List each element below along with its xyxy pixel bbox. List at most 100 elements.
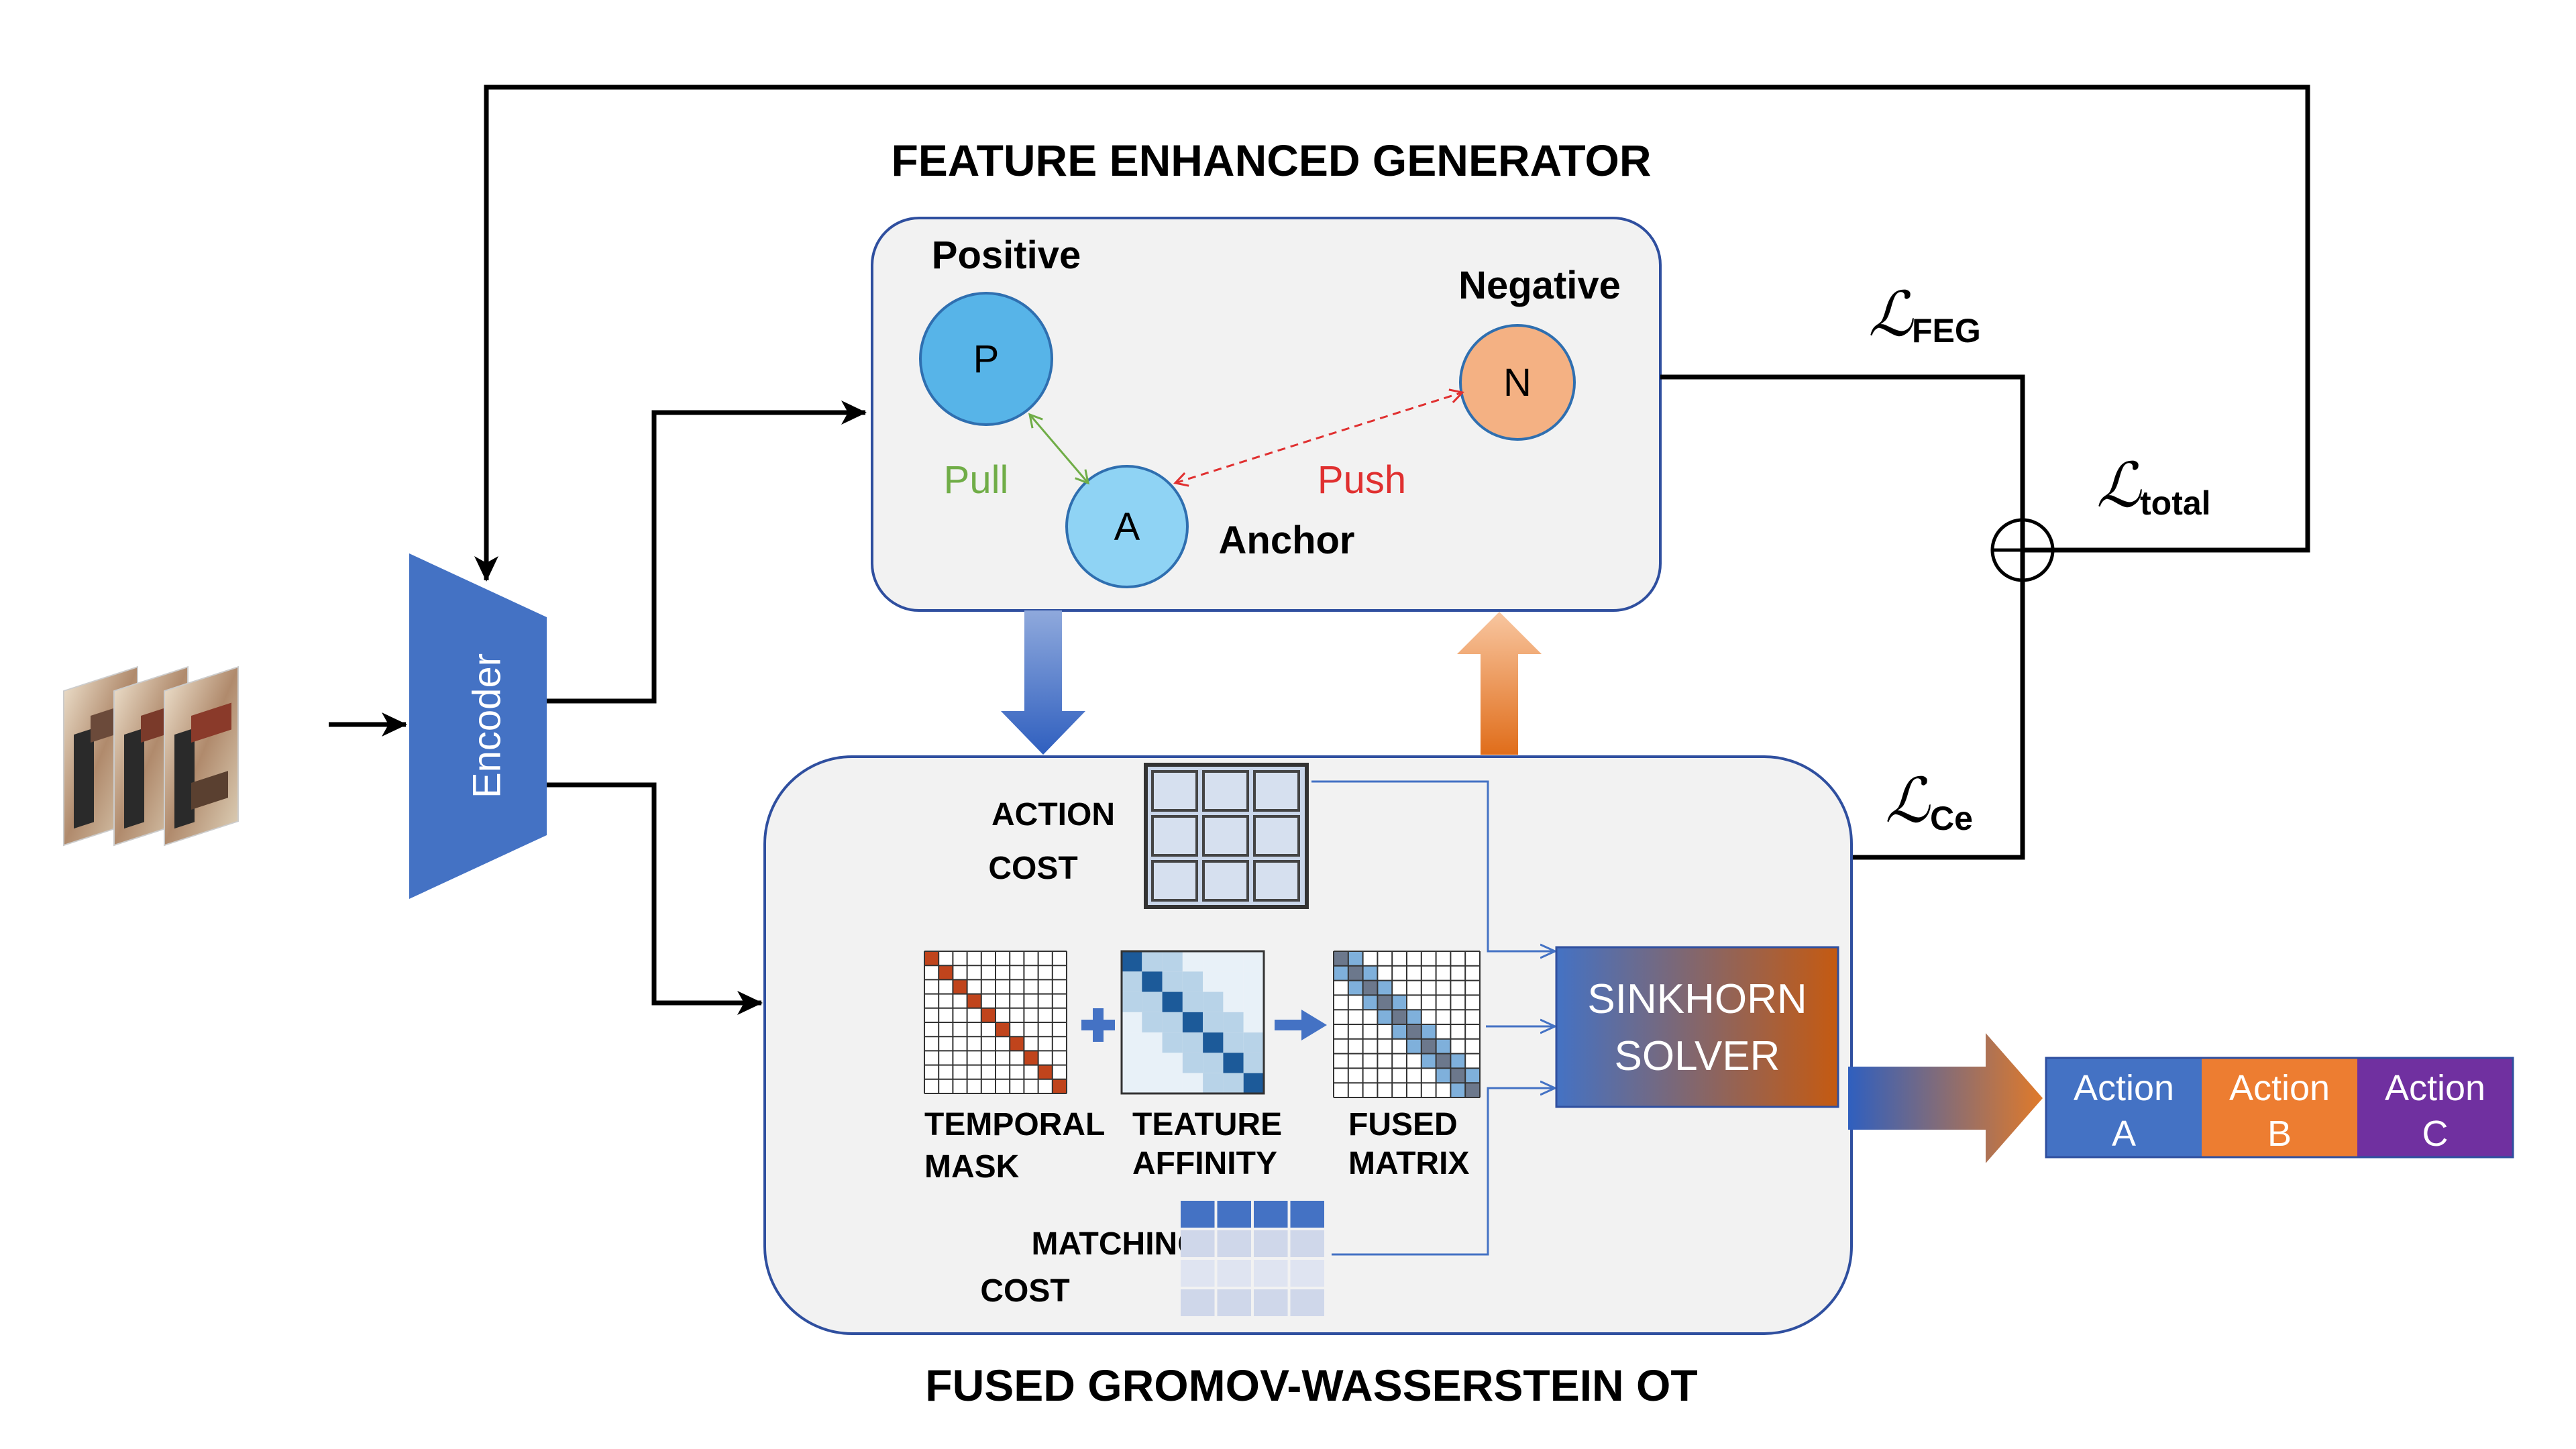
matching-cost-to-solver-line xyxy=(1332,1088,1555,1256)
fused-cell xyxy=(1392,1024,1407,1039)
fused-mask-cell xyxy=(1348,965,1363,981)
action-cost-cell xyxy=(1253,815,1300,857)
anchor-label: Anchor xyxy=(1219,519,1355,562)
loss-ce-symbol: ℒ xyxy=(1885,767,1931,835)
fused-cell xyxy=(1362,995,1378,1010)
fused-mask-cell xyxy=(1421,1038,1436,1054)
affinity-cell xyxy=(1122,1012,1142,1033)
affinity-cell xyxy=(1203,1012,1224,1033)
feg-loss-line xyxy=(1660,374,2025,860)
affinity-cell xyxy=(1182,951,1203,972)
temporal-mask-cell xyxy=(1024,1051,1038,1065)
affinity-cell xyxy=(1243,1012,1264,1033)
anchor-node-label: A xyxy=(1114,505,1140,549)
matching-cost-cell xyxy=(1254,1201,1288,1228)
temporal-mask-cell xyxy=(938,965,953,980)
action-b-line1: Action xyxy=(2229,1068,2330,1108)
fused-cell xyxy=(1407,1024,1421,1039)
fused-mask-cell xyxy=(1407,1024,1421,1039)
encoder-label: Encoder xyxy=(465,653,508,798)
matching-cost-cell xyxy=(1217,1289,1251,1316)
affinity-to-fused-arrow xyxy=(1275,1010,1327,1040)
fused-cell xyxy=(1450,1083,1466,1097)
solver-label-2: SOLVER xyxy=(1615,1033,1780,1079)
affinity-cell xyxy=(1203,1032,1224,1053)
feature-affinity-label-1: TEATURE xyxy=(1132,1107,1282,1142)
action-cost-cell xyxy=(1253,860,1300,902)
feg-title: FEATURE ENHANCED GENERATOR xyxy=(891,136,1651,185)
fused-cell xyxy=(1334,951,1348,966)
encoder-block: Encoder xyxy=(409,553,547,899)
action-a-box xyxy=(2046,1058,2202,1157)
fused-mask-cell xyxy=(1334,951,1348,966)
action-cost-matrix xyxy=(1144,763,1309,909)
affinity-cell xyxy=(1162,951,1183,972)
affinity-cell xyxy=(1122,991,1142,1012)
fused-cell xyxy=(1348,965,1363,981)
affinity-cell xyxy=(1243,991,1264,1012)
fused-cell xyxy=(1465,1083,1480,1097)
temporal-mask-cell xyxy=(1038,1065,1053,1079)
feature-affinity-matrix xyxy=(1120,950,1265,1095)
action-cost-cell xyxy=(1202,770,1249,812)
temporal-mask-cell xyxy=(924,951,939,966)
affinity-cell xyxy=(1243,1073,1264,1093)
fused-mask-cell xyxy=(1377,995,1393,1010)
matching-cost-cell xyxy=(1290,1289,1324,1316)
video-frames-icon xyxy=(63,665,239,847)
fused-cell xyxy=(1334,965,1348,981)
affinity-cell xyxy=(1142,1053,1163,1073)
fused-cell xyxy=(1407,1038,1421,1054)
affinity-cell xyxy=(1142,991,1163,1012)
feedback-loop-arrow xyxy=(474,85,2310,582)
pull-label: Pull xyxy=(944,458,1009,502)
temporal-mask-matrix xyxy=(924,951,1067,1094)
affinity-cell xyxy=(1223,1032,1244,1053)
loss-feg-symbol: ℒ xyxy=(1868,280,1914,349)
ot-panel xyxy=(763,755,1853,1335)
affinity-cell xyxy=(1223,991,1244,1012)
action-cost-label-2: COST xyxy=(988,851,1077,886)
matching-cost-cell xyxy=(1181,1201,1215,1228)
matching-cost-cell xyxy=(1217,1201,1251,1228)
affinity-cell xyxy=(1182,1032,1203,1053)
affinity-cell xyxy=(1223,1073,1244,1093)
action-cost-cell xyxy=(1151,770,1198,812)
fused-mask-cell xyxy=(1392,1010,1407,1024)
affinity-cell xyxy=(1243,1032,1264,1053)
matching-cost-table xyxy=(1181,1201,1324,1316)
affinity-cell xyxy=(1122,1073,1142,1093)
fused-cell xyxy=(1348,951,1363,966)
solver-label-1: SINKHORN xyxy=(1587,976,1807,1022)
action-segments: Action A Action B Action C xyxy=(2045,1057,2514,1159)
action-b-box xyxy=(2202,1058,2357,1157)
action-c-line2: C xyxy=(2422,1114,2449,1154)
affinity-cell xyxy=(1122,951,1142,972)
affinity-cell xyxy=(1203,1073,1224,1093)
loss-feg-sub: FEG xyxy=(1912,312,1981,350)
fused-cell xyxy=(1465,1068,1480,1083)
matching-cost-cell xyxy=(1217,1230,1251,1257)
affinity-cell xyxy=(1162,1053,1183,1073)
affinity-cell xyxy=(1122,971,1142,992)
fused-matrix-label-2: MATRIX xyxy=(1348,1146,1469,1181)
fused-cell xyxy=(1436,1053,1451,1069)
anchor-node xyxy=(1065,465,1189,588)
affinity-cell xyxy=(1182,971,1203,992)
action-a-line1: Action xyxy=(2074,1068,2174,1108)
action-cost-cell xyxy=(1202,860,1249,902)
fused-mask-cell xyxy=(1450,1068,1466,1083)
plus-icon xyxy=(1081,1008,1115,1042)
fused-cell xyxy=(1450,1068,1466,1083)
fused-cell xyxy=(1421,1053,1436,1069)
matching-cost-cell xyxy=(1290,1260,1324,1287)
affinity-cell xyxy=(1243,971,1264,992)
fused-cell xyxy=(1377,980,1393,996)
action-cost-to-solver-line xyxy=(1311,780,1555,951)
matching-cost-cell xyxy=(1254,1260,1288,1287)
temporal-mask-cell xyxy=(1052,1079,1067,1093)
affinity-cell xyxy=(1223,951,1244,972)
action-b-line2: B xyxy=(2267,1114,2292,1154)
action-cost-cell xyxy=(1151,860,1198,902)
affinity-cell xyxy=(1223,971,1244,992)
